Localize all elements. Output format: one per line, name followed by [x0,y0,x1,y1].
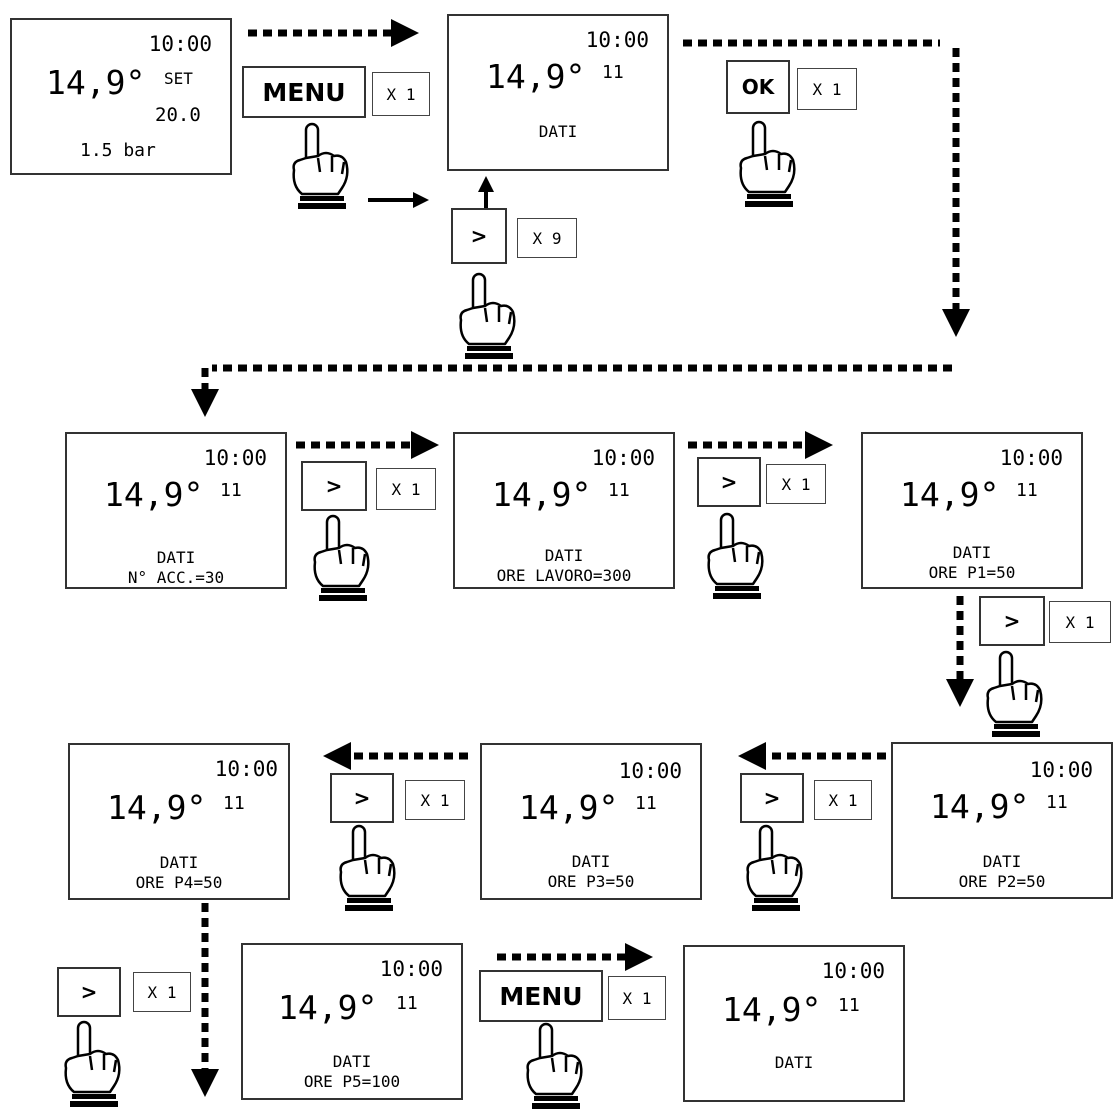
display-screen-main: 10:00 14,9° SET 20.0 1.5 bar [10,18,232,175]
display-code: 11 [1046,792,1068,813]
display-line-2: ORE P3=50 [547,872,635,891]
display-line-2: ORE P5=100 [303,1072,401,1091]
display-screen-ore-p4: 10:00 14,9° 11 DATI ORE P4=50 [68,743,290,900]
display-time: 10:00 [585,28,649,52]
display-screen-ore-p1: 10:00 14,9° 11 DATI ORE P1=50 [861,432,1083,589]
display-line-1: DATI [332,1052,372,1071]
next-button[interactable]: > [57,967,121,1017]
pointing-hand-icon [292,122,349,209]
next-button[interactable]: > [330,773,394,823]
display-time: 10:00 [591,446,655,470]
display-temperature: 14,9° [46,63,146,102]
next-button[interactable]: > [301,461,367,511]
display-screen-ore-lavoro: 10:00 14,9° 11 DATI ORE LAVORO=300 [453,432,675,589]
display-code: 11 [223,793,245,814]
display-temperature: 14,9° [930,787,1030,826]
display-line-2: ORE P1=50 [928,563,1016,582]
display-screen-ore-p3: 10:00 14,9° 11 DATI ORE P3=50 [480,743,702,900]
display-temperature: 14,9° [107,788,207,827]
display-code: 11 [602,62,624,83]
display-temperature: 14,9° [492,475,592,514]
display-line-1: DATI [156,548,196,567]
pointing-hand-icon [64,1020,121,1107]
press-count-badge: X 1 [766,464,826,504]
display-temperature: 14,9° [722,990,822,1029]
display-code: 11 [838,995,860,1016]
menu-button[interactable]: MENU [242,66,366,118]
press-count-badge: X 1 [1049,601,1111,643]
display-line-2: ORE LAVORO=300 [496,566,632,585]
press-count-badge: X 1 [797,68,857,110]
pointing-hand-icon [526,1022,583,1109]
display-line-1: DATI [571,852,611,871]
display-temperature: 14,9° [278,988,378,1027]
press-count-badge: X 1 [405,780,465,820]
press-count-badge: X 1 [814,780,872,820]
display-line-1: DATI [159,853,199,872]
press-count-badge: X 1 [608,976,666,1020]
set-value: 20.0 [155,104,201,126]
display-code: 11 [608,480,630,501]
display-time: 10:00 [999,446,1063,470]
pointing-hand-icon [339,824,396,911]
display-line-1: DATI [952,543,992,562]
display-code: 11 [1016,480,1038,501]
display-time: 10:00 [379,957,443,981]
display-code: 11 [220,480,242,501]
display-line-1: DATI [538,122,578,141]
display-time: 10:00 [1029,758,1093,782]
display-temperature: 14,9° [519,788,619,827]
ok-button[interactable]: OK [726,60,790,114]
display-time: 10:00 [214,757,278,781]
display-line-1: DATI [544,546,584,565]
next-button[interactable]: > [697,457,761,507]
display-code: 11 [396,993,418,1014]
display-temperature: 14,9° [900,475,1000,514]
display-line-1: DATI [774,1053,814,1072]
press-count-badge: X 1 [133,972,191,1012]
display-time: 10:00 [148,32,212,56]
set-label: SET [164,69,193,88]
display-screen-dati-exit: 10:00 14,9° 11 DATI [683,945,905,1102]
display-temperature: 14,9° [486,57,586,96]
pointing-hand-icon [313,514,370,601]
pointing-hand-icon [746,824,803,911]
display-screen-dati: 10:00 14,9° 11 DATI [447,14,669,171]
display-time: 10:00 [618,759,682,783]
next-button[interactable]: > [979,596,1045,646]
display-time: 10:00 [821,959,885,983]
display-screen-ore-p5: 10:00 14,9° 11 DATI ORE P5=100 [241,943,463,1100]
display-screen-accensioni: 10:00 14,9° 11 DATI N° ACC.=30 [65,432,287,589]
display-line-2: N° ACC.=30 [127,568,225,587]
display-temperature: 14,9° [104,475,204,514]
next-button[interactable]: > [740,773,804,823]
next-button[interactable]: > [451,208,507,264]
pointing-hand-icon [986,650,1043,737]
press-count-badge: X 1 [372,72,430,116]
menu-button[interactable]: MENU [479,970,603,1022]
display-code: 11 [635,793,657,814]
pointing-hand-icon [739,120,796,207]
pointing-hand-icon [707,512,764,599]
press-count-badge: X 9 [517,218,577,258]
display-line-2: ORE P4=50 [135,873,223,892]
display-time: 10:00 [203,446,267,470]
display-line-1: DATI [982,852,1022,871]
press-count-badge: X 1 [376,468,436,510]
pressure-value: 1.5 bar [80,140,156,161]
pointing-hand-icon [459,272,516,359]
display-screen-ore-p2: 10:00 14,9° 11 DATI ORE P2=50 [891,742,1113,899]
display-line-2: ORE P2=50 [958,872,1046,891]
